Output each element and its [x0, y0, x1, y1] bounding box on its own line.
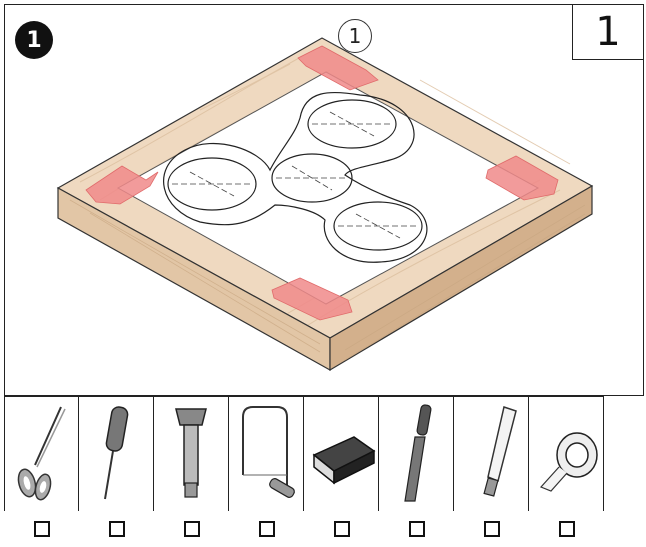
tool-file — [379, 397, 454, 511]
callout-marker: 1 — [338, 19, 372, 53]
checkbox-cell — [154, 514, 229, 544]
tool-glue — [454, 397, 529, 511]
awl-icon — [79, 397, 154, 511]
checkbox[interactable] — [34, 521, 50, 537]
tool-drill-bit — [154, 397, 229, 511]
tool-tape — [529, 397, 604, 511]
checkbox[interactable] — [559, 521, 575, 537]
checkbox[interactable] — [334, 521, 350, 537]
tool-awl — [79, 397, 154, 511]
coping-saw-icon — [229, 397, 304, 511]
tool-sanding-block — [304, 397, 379, 511]
checkbox[interactable] — [409, 521, 425, 537]
tool-coping-saw — [229, 397, 304, 511]
checkbox-cell — [379, 514, 454, 544]
scissors-icon — [5, 397, 80, 511]
tool-list — [4, 396, 604, 511]
glue-tube-icon — [454, 397, 529, 511]
tool-checkboxes — [4, 514, 604, 544]
sanding-block-icon — [304, 397, 379, 511]
forstner-drill-bit-icon — [154, 397, 229, 511]
checkbox-cell — [229, 514, 304, 544]
checkbox-cell — [4, 514, 79, 544]
checkbox[interactable] — [259, 521, 275, 537]
tool-scissors — [4, 397, 79, 511]
checkbox[interactable] — [109, 521, 125, 537]
tape-roll-icon — [529, 397, 604, 511]
checkbox-cell — [454, 514, 529, 544]
checkbox[interactable] — [184, 521, 200, 537]
checkbox-cell — [529, 514, 604, 544]
board-illustration — [0, 0, 646, 396]
checkbox-cell — [79, 514, 154, 544]
file-icon — [379, 397, 454, 511]
checkbox[interactable] — [484, 521, 500, 537]
checkbox-cell — [304, 514, 379, 544]
